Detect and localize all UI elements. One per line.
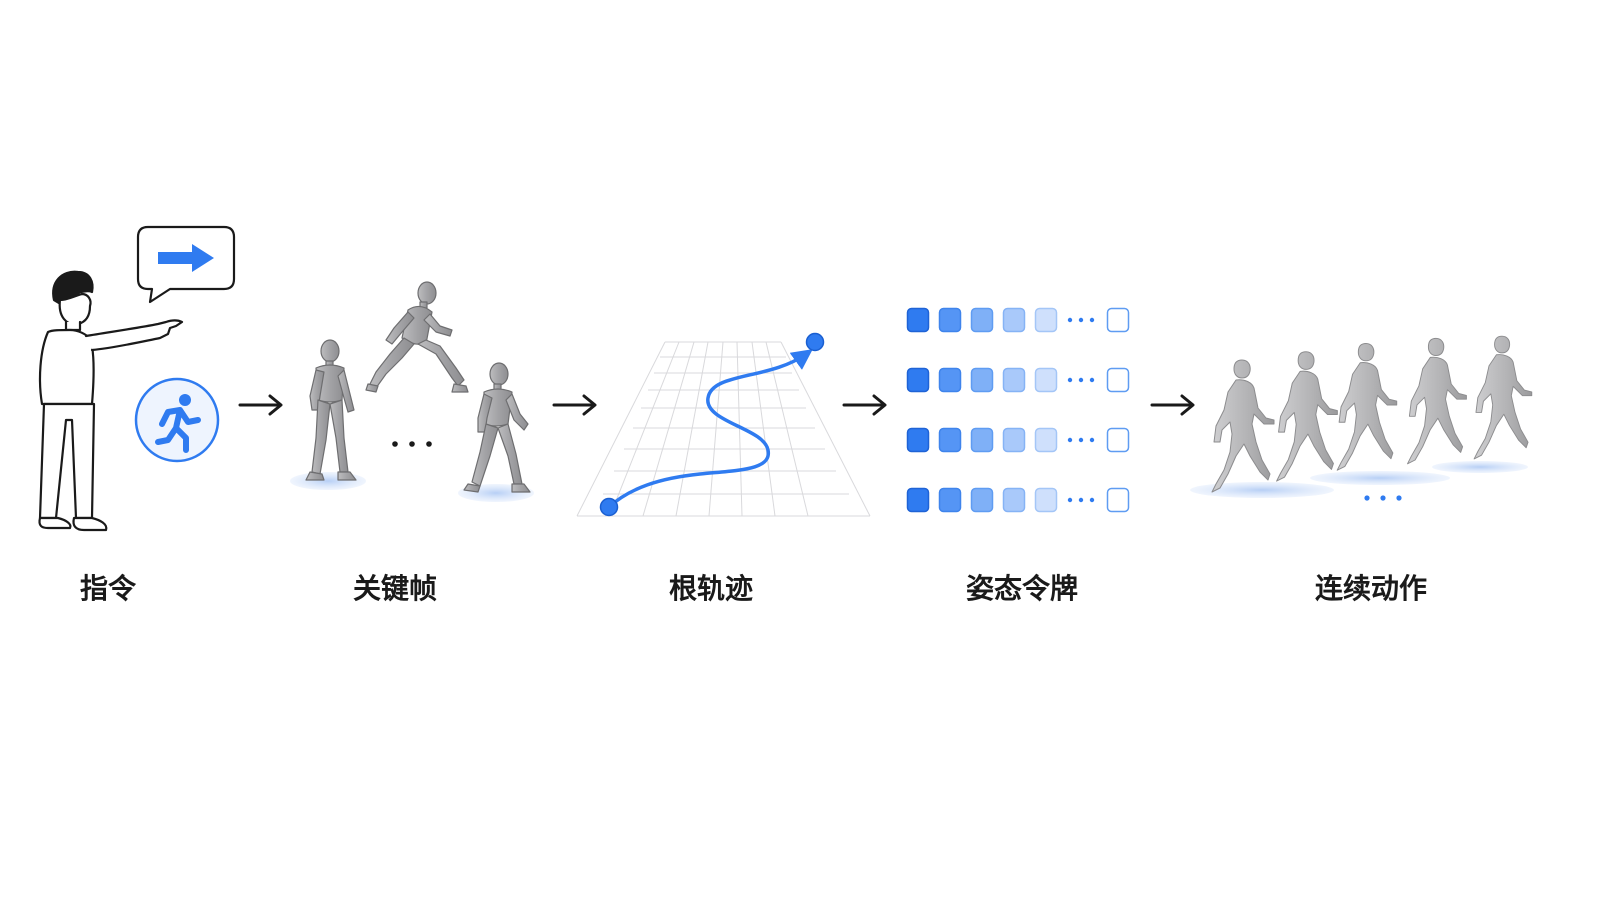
pose-token xyxy=(970,487,994,513)
continuous-motion-stage xyxy=(1190,335,1533,501)
trajectory-curve-icon xyxy=(607,349,813,509)
token-ellipsis-dot xyxy=(1078,437,1084,443)
stage-label-keyframes: 关键帧 xyxy=(353,572,437,605)
root-trajectory-stage xyxy=(576,332,871,517)
perspective-grid xyxy=(576,341,871,517)
running-person-icon xyxy=(134,377,220,463)
pose-token xyxy=(1002,427,1026,453)
pose-token xyxy=(938,307,962,333)
pose-token xyxy=(1034,427,1058,453)
token-ellipsis-dot xyxy=(1067,437,1073,443)
pose-token xyxy=(970,307,994,333)
token-ellipsis-dot xyxy=(1067,317,1073,323)
pose-token xyxy=(1034,367,1058,393)
pose-token xyxy=(970,367,994,393)
ellipsis-icon xyxy=(392,441,432,447)
pose-token xyxy=(970,427,994,453)
token-ellipsis-dot xyxy=(1089,497,1095,503)
token-ellipsis-dot xyxy=(1067,377,1073,383)
ground-shadow xyxy=(1190,482,1334,498)
stage-label-instruction: 指令 xyxy=(80,572,137,605)
pose-token xyxy=(906,307,930,333)
pose-token xyxy=(1002,367,1026,393)
runner-figure-icon xyxy=(1276,351,1338,482)
pose-token xyxy=(938,427,962,453)
pose-token xyxy=(906,367,930,393)
stage-label-continuous-motion: 连续动作 xyxy=(1315,572,1427,605)
stage-label-root-trajectory: 根轨迹 xyxy=(669,572,753,605)
pose-token xyxy=(1106,307,1130,333)
ellipsis-icon xyxy=(1364,495,1402,501)
ground-shadow xyxy=(1432,461,1528,473)
runner-figure-icon xyxy=(1407,337,1467,465)
right-arrow-icon xyxy=(158,244,214,272)
pose-token xyxy=(1106,487,1130,513)
token-ellipsis-dot xyxy=(1089,377,1095,383)
runner-figure-icon xyxy=(1473,335,1533,460)
flow-arrow xyxy=(552,394,597,416)
flow-arrow xyxy=(842,394,887,416)
token-ellipsis-dot xyxy=(1067,497,1073,503)
pose-token xyxy=(1002,307,1026,333)
pose-token xyxy=(1106,367,1130,393)
runner-figure-icon xyxy=(1336,343,1398,471)
ground-shadow xyxy=(1310,471,1450,485)
mannequin-icon xyxy=(305,339,357,481)
mannequin-icon xyxy=(365,281,469,393)
trajectory-end-point xyxy=(805,332,825,352)
runner-figure-icon xyxy=(1211,359,1275,493)
token-ellipsis-dot xyxy=(1089,437,1095,443)
pose-token xyxy=(938,487,962,513)
mannequin-icon xyxy=(463,362,531,493)
pose-token xyxy=(1106,427,1130,453)
pose-token xyxy=(1034,307,1058,333)
trajectory-start-point xyxy=(599,497,619,517)
pose-token xyxy=(1034,487,1058,513)
flow-arrow xyxy=(1150,394,1195,416)
ground-shadow xyxy=(290,472,366,490)
token-ellipsis-dot xyxy=(1078,317,1084,323)
token-ellipsis-dot xyxy=(1089,317,1095,323)
token-ellipsis-dot xyxy=(1078,497,1084,503)
keyframes-stage xyxy=(290,281,534,502)
pose-token xyxy=(938,367,962,393)
stage-label-pose-tokens: 姿态令牌 xyxy=(966,572,1078,605)
flow-arrow xyxy=(238,394,283,416)
pose-token xyxy=(906,487,930,513)
speech-bubble-icon xyxy=(136,225,236,304)
person-pointing-icon xyxy=(38,270,184,532)
pose-token xyxy=(906,427,930,453)
pose-token-grid xyxy=(906,307,1130,513)
pose-token xyxy=(1002,487,1026,513)
instruction-stage xyxy=(38,225,236,532)
token-ellipsis-dot xyxy=(1078,377,1084,383)
